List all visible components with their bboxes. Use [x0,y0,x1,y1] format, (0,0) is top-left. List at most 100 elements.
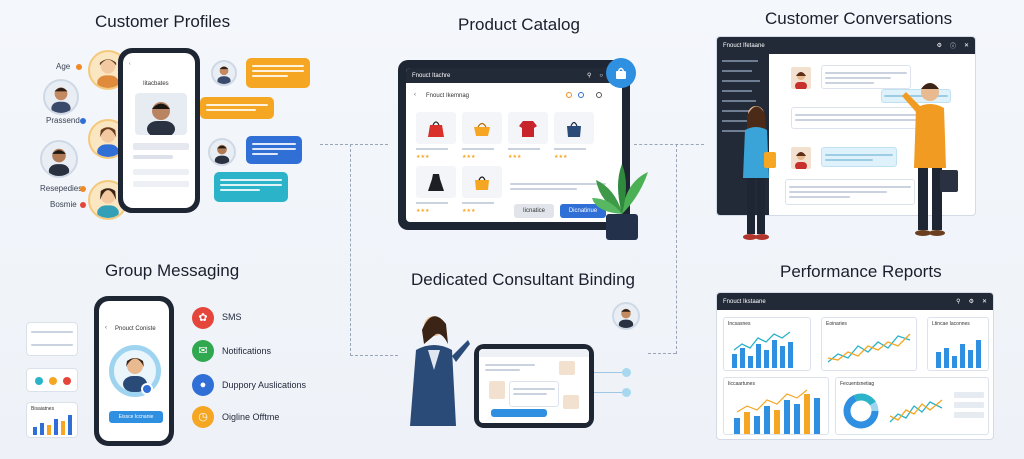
reports-window: Fnouct Ikstaane ⚲ ⚙ ✕ Incsasnes Eoinarie… [716,292,994,440]
product-tile-handbag[interactable] [462,166,502,198]
filter-icon[interactable] [566,92,572,98]
status-dot-2 [49,377,57,385]
sidebar-item-4[interactable] [722,90,752,92]
profile-photo [135,93,187,137]
product-tile-yellow-bag[interactable] [462,112,502,144]
connector-profiles-catalog [320,144,388,145]
report-stat-1 [954,392,984,398]
sidebar-item-5[interactable] [722,100,756,102]
report-bar-chart-2 [936,340,981,368]
conversations-window-title: Fnouct Ifetaane [723,42,765,49]
settings-icon[interactable]: ○ [599,72,603,79]
time-icon[interactable]: ◷ [192,406,214,428]
profile-bubble-4 [214,172,288,202]
conv-close-icon[interactable]: ✕ [963,43,969,49]
link-dot-1 [622,368,631,377]
report-card-title-2: Eoinaries [826,321,847,327]
report-line-chart-2 [889,399,943,423]
consultant-mini-avatar-2 [489,381,505,399]
product-caption-4 [554,148,586,150]
reports-close-icon[interactable]: ✕ [981,299,987,305]
conv-settings-icon[interactable]: ⚙ [936,43,942,49]
group-status-widget [26,368,78,392]
profiles-phone: ‹ Iitacbates [118,48,200,213]
sort-icon[interactable] [578,92,584,98]
profile-field-3 [133,169,189,175]
report-bar-chart-1 [732,331,793,368]
consultant-avatar-badge[interactable] [612,302,640,330]
catalog-back-icon[interactable]: ‹ [414,92,416,98]
sidebar-item-7[interactable] [722,120,754,122]
woman-with-bag-illustration [736,100,776,242]
sidebar-item-1[interactable] [722,60,758,62]
rating-stars-2: ★★★ [462,154,476,160]
product-details [510,180,606,193]
profile-dot-1 [76,64,82,70]
consultant-bind-button[interactable] [491,409,547,417]
reports-search-icon[interactable]: ⚲ [956,299,961,305]
connector-right-horizontal [648,353,676,354]
report-card-bars: Incsasnes [723,317,811,371]
service-label-sms: SMS [222,312,242,322]
sidebar-item-3[interactable] [722,80,760,82]
profile-label-4: Bosmie [50,200,77,209]
sidebar-item-2[interactable] [722,70,752,72]
rating-stars-3: ★★★ [508,154,522,160]
back-icon[interactable]: ‹ [129,61,131,67]
profile-field-1 [133,143,189,150]
group-phone-button[interactable]: Eissce Iccnanie [109,411,163,423]
search-icon[interactable]: ⚲ [586,73,592,79]
reports-settings-icon[interactable]: ⚙ [968,299,974,305]
profiles-phone-title: Iitacbates [143,81,169,87]
report-card-stacked: Iiccaartunes [723,377,829,435]
profile-dot-2 [80,118,86,124]
catalog-tablet: Fnouct Itachre ⚲ ○ ✕ ‹ Fnouct Ikemnag ★★… [398,60,630,230]
mini-bar-6 [68,415,72,435]
service-label-applications: Duppory Auslications [222,380,307,390]
group-phone-title: Pnouct Coniste [115,326,156,332]
cart-icon[interactable] [596,92,602,98]
product-caption-1 [416,148,448,150]
group-contacts-widget [26,322,78,356]
consultant-screen [479,349,589,423]
product-tile-black-dress[interactable] [416,166,456,198]
product-tile-red-bag[interactable] [416,112,456,144]
profile-avatar-4[interactable] [40,140,78,178]
profile-label-2: Prassend [46,116,80,125]
conv-avatar-1 [791,67,811,90]
consultant-message [509,381,559,407]
customer-profiles-title: Customer Profiles [95,12,231,31]
sidebar-item-8[interactable] [722,130,750,132]
profile-dot-3 [80,186,86,192]
mail-icon[interactable]: ✉ [192,340,214,362]
consultant-tablet [474,344,594,428]
plant-decoration [590,162,654,242]
man-illustration [898,78,962,240]
profile-avatar-2[interactable] [43,79,79,115]
secondary-button[interactable]: Iicnatice [514,204,554,218]
group-back-icon[interactable]: ‹ [105,325,107,331]
sidebar-item-6[interactable] [722,110,752,112]
mini-bar-1 [33,427,37,435]
product-catalog-title: Product Catalog [458,15,580,34]
conv-message-4 [821,147,897,167]
conv-avatar-2 [791,147,811,170]
product-tile-blue-bag[interactable] [554,112,594,144]
consultant-woman-illustration [406,310,470,426]
catalog-window-title: Fnouct Itachre [412,72,451,79]
product-tile-red-shirt[interactable] [508,112,548,144]
profile-dot-4 [80,202,86,208]
product-caption-6 [462,202,494,204]
conv-info-icon[interactable]: ⓘ [949,44,956,50]
primary-button[interactable]: Dicnatinue [560,204,606,218]
report-card-title-5: Fecuentsnetiag [840,381,875,387]
sms-icon[interactable]: ✿ [192,307,214,329]
connector-catalog-conversations [634,144,704,145]
group-avatar-ring [109,345,161,397]
shopping-bag-icon[interactable] [606,58,636,88]
performance-reports-title: Performance Reports [780,262,942,281]
group-chart-widget: Bisaiatnes [26,402,78,438]
app-icon[interactable]: ● [192,374,214,396]
catalog-header: Fnouct Ikemnag [426,93,470,99]
report-card-title-3: Ltincae Iaconnes [932,321,970,327]
